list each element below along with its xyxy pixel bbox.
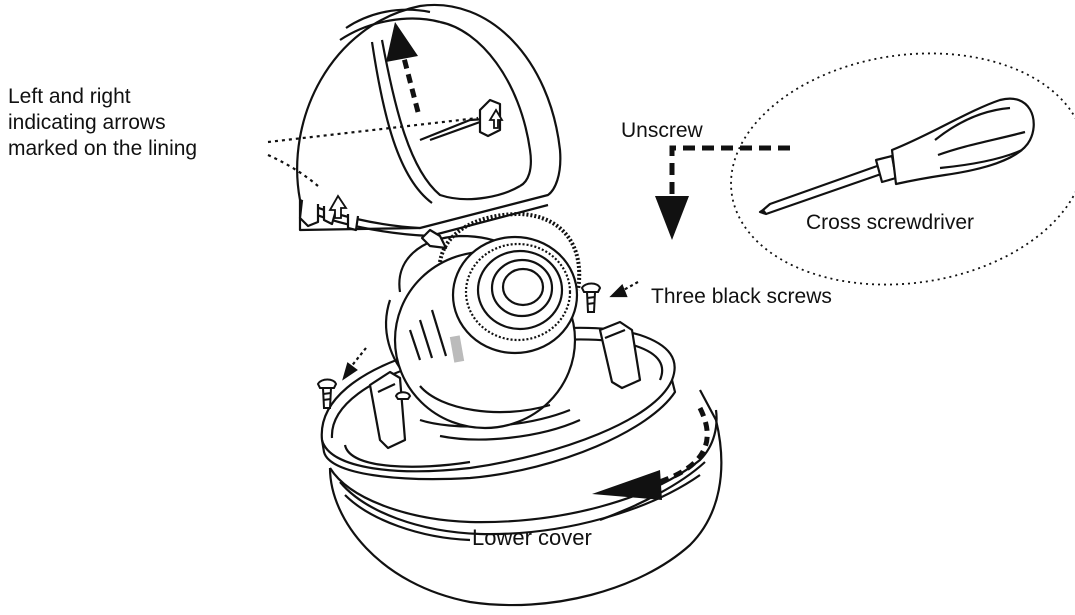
cross-screwdriver-label: Cross screwdriver bbox=[806, 211, 975, 234]
lining-arrows-label-line2: indicating arrows bbox=[8, 111, 166, 134]
unscrew-label: Unscrew bbox=[621, 119, 703, 142]
rotate-cover-arrow bbox=[592, 406, 710, 500]
screwdriver-icon bbox=[758, 97, 1035, 216]
upper-dome-cover bbox=[296, 3, 562, 238]
screw-icon bbox=[316, 282, 602, 409]
alignment-tab bbox=[449, 335, 465, 363]
three-black-screws-label: Three black screws bbox=[651, 285, 832, 308]
remove-cover-arrow bbox=[386, 22, 421, 113]
unscrew-arrow bbox=[655, 145, 790, 240]
lower-cover-label: Lower cover bbox=[472, 525, 592, 550]
lining-arrows-label-line3: marked on the lining bbox=[8, 137, 198, 160]
lining-arrows-label-line1: Left and right bbox=[8, 85, 131, 108]
screwdriver-callout bbox=[730, 52, 1075, 286]
lining-leader-lines bbox=[267, 116, 479, 187]
camera-lens-module bbox=[385, 212, 582, 430]
lower-cover bbox=[328, 389, 723, 607]
lining-arrows-label: Left and right indicating arrows marked … bbox=[8, 84, 197, 162]
lining-arrow-mark bbox=[328, 108, 504, 219]
screw-pointer-arrows bbox=[342, 281, 639, 381]
